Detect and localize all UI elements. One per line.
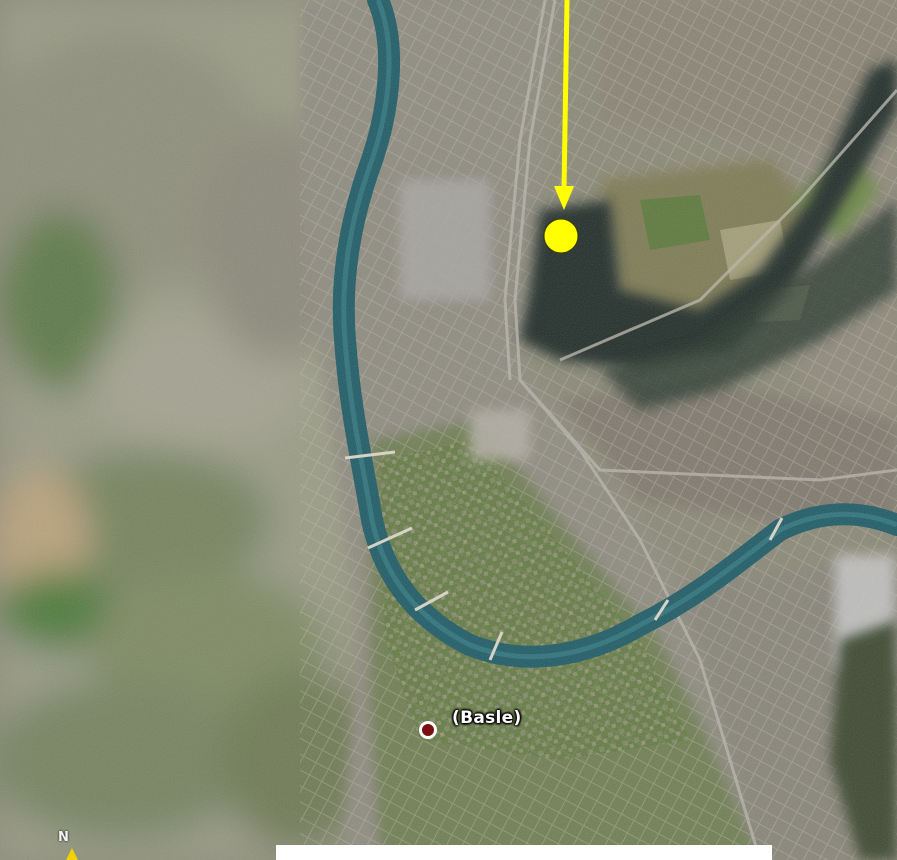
place-pin-basle[interactable] (419, 721, 437, 739)
compass-north-label: N (58, 830, 69, 845)
place-label-basle[interactable]: (Basle) (452, 708, 522, 728)
pointer-arrow-shaft (561, 0, 570, 191)
caption-box (276, 845, 772, 860)
location-marker-yellow[interactable] (543, 218, 579, 254)
location-pointer (543, 0, 579, 254)
compass-icon (66, 848, 78, 860)
pointer-arrow-head (554, 186, 574, 210)
